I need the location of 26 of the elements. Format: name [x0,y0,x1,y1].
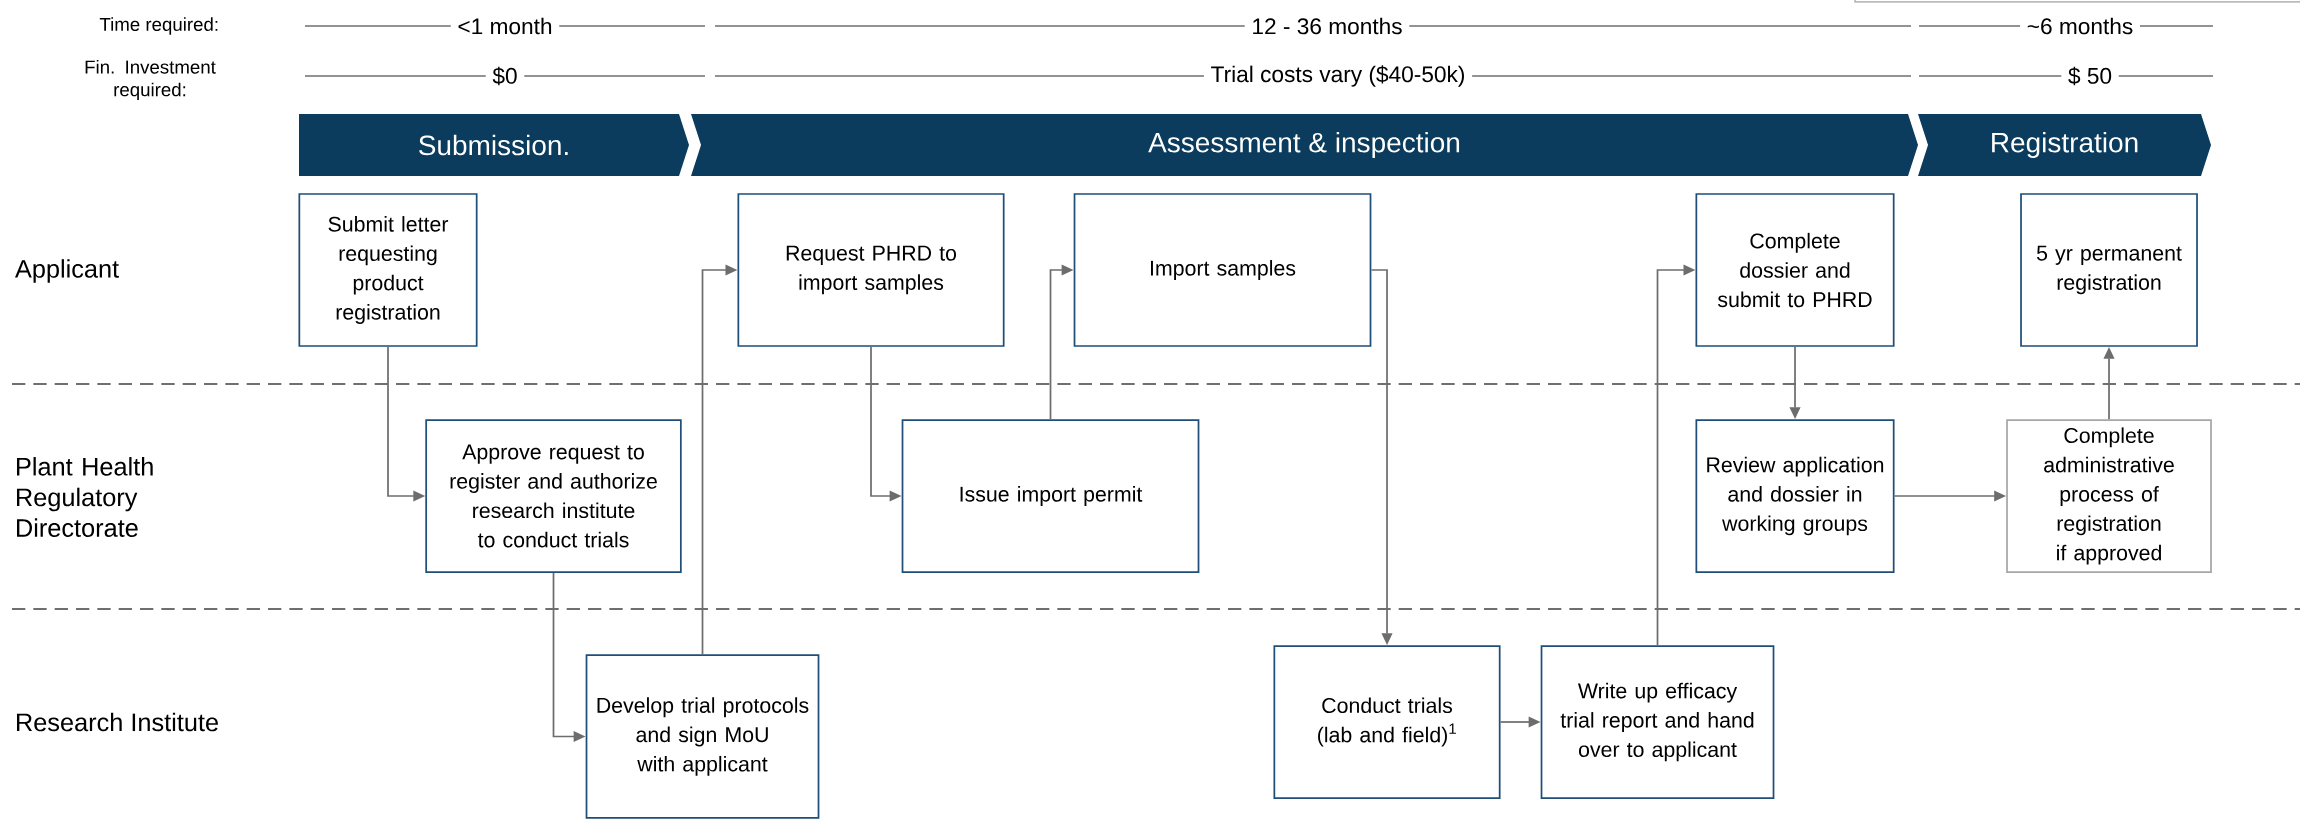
process-box: Complete dossier and submit to PHRD [1695,193,1895,347]
row-heading: Fin. Investment required: [85,59,216,101]
duration-label: ~6 months [2020,15,2140,37]
phase-header: Assessment & inspection [691,114,1918,176]
lane-label: Applicant [15,259,119,283]
process-box: Complete administrative process of registration if approved [2006,419,2212,573]
lane-label: Plant Health Regulatory Directorate [17,457,153,537]
process-box: Request PHRD to import samples [737,193,1005,347]
process-box: Review application and dossier in working groups [1695,419,1895,573]
cost-label: Trial costs vary ($40-50k) [1203,62,1473,90]
process-box: Develop trial protocols and sign MoU with applicant [585,654,820,819]
process-box: Approve request to register and authorize research institute to conduct trials [425,419,682,573]
phase-header: Submission. [299,114,689,176]
phase-header: Registration [1918,114,2211,176]
cost-label: $0 [485,64,525,88]
row-heading: Time required: [99,17,218,35]
process-box: Import samples [1073,193,1372,347]
process-box: Submit letter requesting product registration [298,193,478,347]
process-box: 5 yr permanent registration [2020,193,2198,347]
lane-label: Research Institute [17,712,218,732]
duration-label: 12 - 36 months [1244,15,1410,37]
process-box: Issue import permit [901,419,1200,573]
duration-label: <1 month [450,15,560,37]
process-box: Conduct trials (lab and field)$^{1}$ [1273,645,1501,799]
cost-label: $ 50 [2061,64,2119,88]
process-box: Write up efficacy trial report and hand over to applicant [1540,645,1775,799]
